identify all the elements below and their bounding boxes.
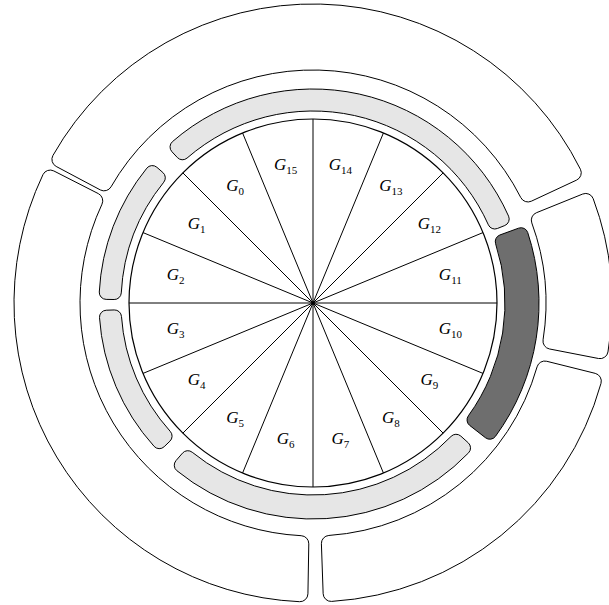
label-letter: G (274, 155, 286, 174)
sector-label: G14 (329, 156, 352, 176)
sector-label: G5 (226, 409, 244, 429)
label-index: 13 (391, 185, 402, 197)
sector-label: G12 (418, 215, 441, 235)
sector-label: G8 (382, 409, 400, 429)
sector-label: G1 (188, 215, 206, 235)
label-index: 6 (289, 438, 295, 450)
outer-segment (531, 193, 609, 358)
label-letter: G (331, 429, 343, 448)
label-index: 5 (239, 417, 245, 429)
label-letter: G (439, 319, 451, 338)
sector-line (243, 133, 384, 473)
drum-circle (129, 119, 497, 487)
label-index: 12 (430, 223, 441, 235)
sector-label: G15 (274, 156, 297, 176)
label-letter: G (421, 370, 433, 389)
label-letter: G (226, 176, 238, 195)
label-letter: G (167, 265, 179, 284)
label-index: 11 (451, 274, 462, 286)
label-letter: G (277, 429, 289, 448)
sector-label: G4 (188, 371, 206, 391)
sector-label: G10 (439, 320, 462, 340)
sector-label: G11 (439, 266, 462, 286)
label-index: 4 (200, 379, 206, 391)
sector-label: G13 (379, 177, 402, 197)
label-index: 15 (286, 164, 297, 176)
label-letter: G (188, 370, 200, 389)
label-index: 8 (394, 417, 400, 429)
sector-label: G7 (331, 430, 349, 450)
label-index: 10 (451, 328, 462, 340)
label-index: 3 (179, 328, 185, 340)
label-letter: G (167, 319, 179, 338)
sector-label: G2 (167, 266, 185, 286)
label-index: 9 (433, 379, 439, 391)
label-index: 7 (344, 438, 350, 450)
drum-group (14, 4, 609, 602)
label-letter: G (226, 408, 238, 427)
sector-label: G9 (421, 371, 439, 391)
sector-label: G3 (167, 320, 185, 340)
sector-label: G6 (277, 430, 295, 450)
label-letter: G (188, 214, 200, 233)
label-letter: G (382, 408, 394, 427)
label-letter: G (379, 176, 391, 195)
label-index: 1 (200, 223, 206, 235)
label-letter: G (418, 214, 430, 233)
label-index: 14 (341, 164, 352, 176)
sector-label: G0 (226, 177, 244, 197)
label-index: 2 (179, 274, 185, 286)
label-letter: G (329, 155, 341, 174)
label-index: 0 (239, 185, 245, 197)
label-letter: G (439, 265, 451, 284)
